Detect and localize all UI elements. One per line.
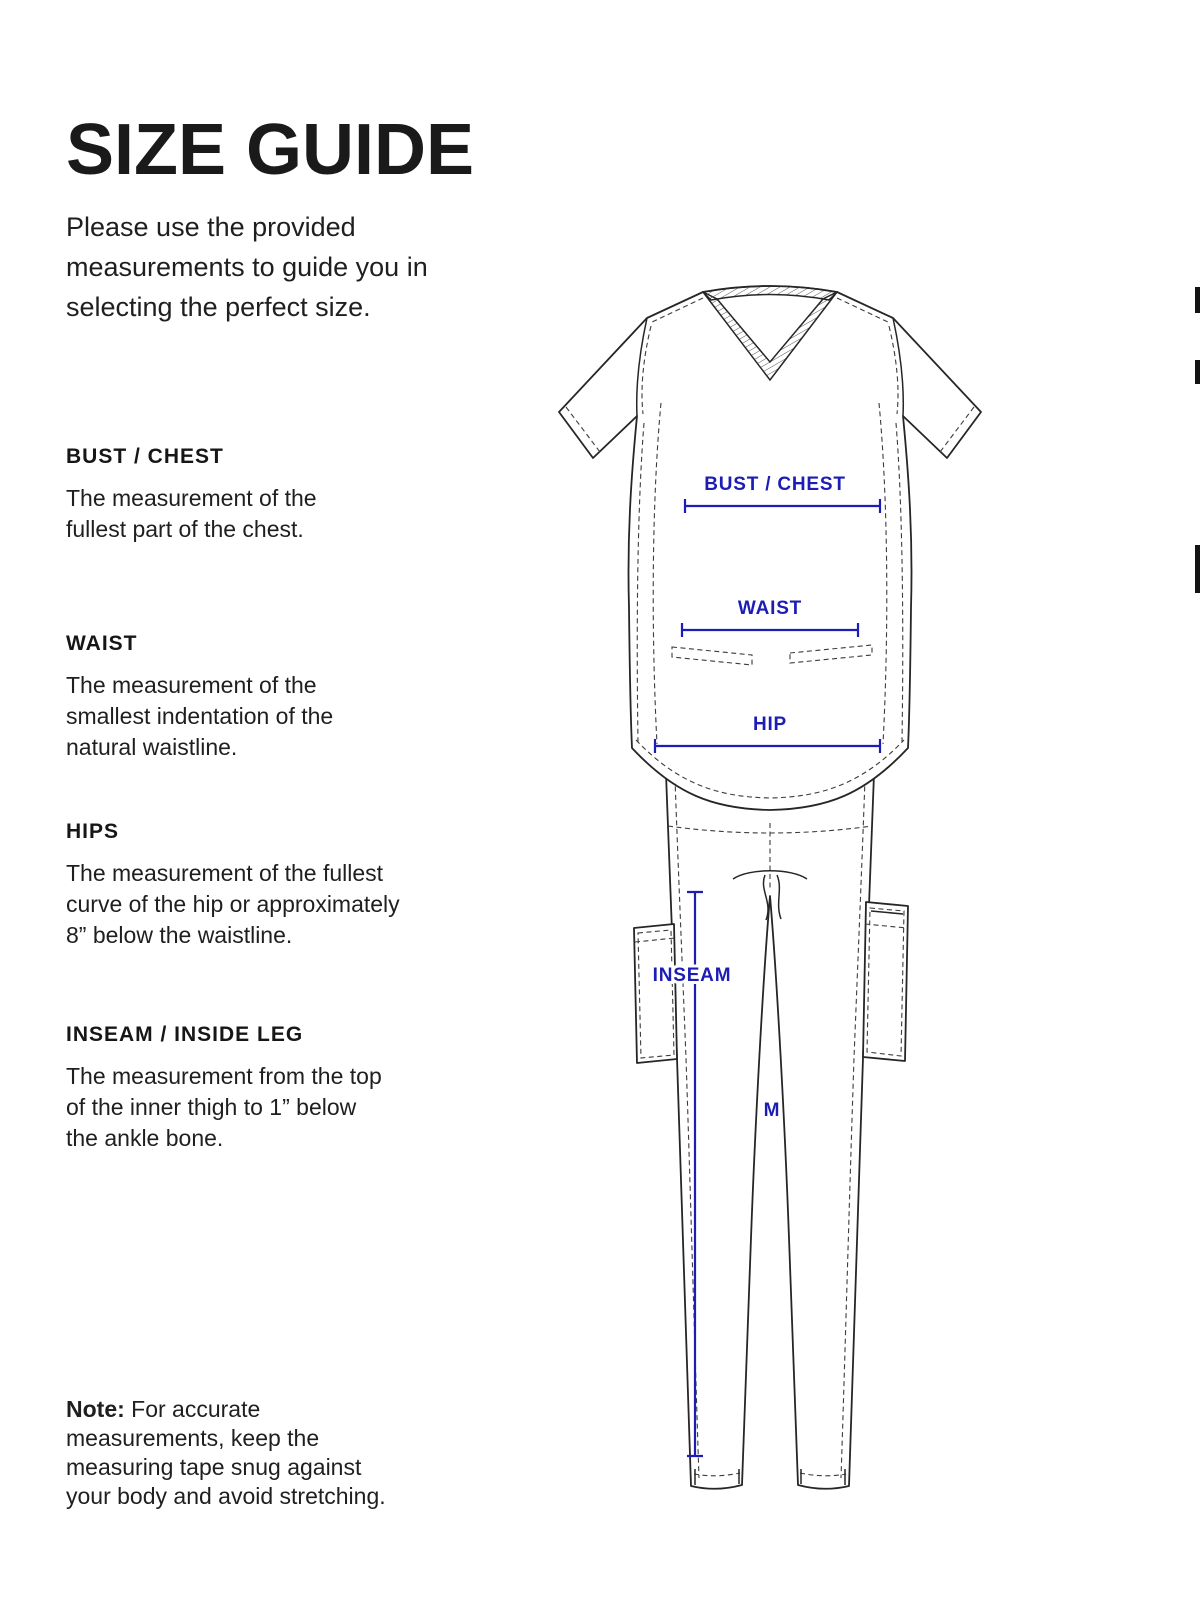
top-outline [558,285,982,811]
pants-outline [665,773,875,1490]
pants-left-cargo-pocket [633,923,678,1064]
scrubs-measurement-diagram: BUST / CHEST WAIST HIP INSEAM M [535,278,1005,1558]
top-shoulder-stitch [649,297,891,324]
pants-right-hem-stitch [799,1472,847,1477]
top-backneck-band [701,285,839,301]
top-hem-stitch [635,739,905,799]
measurement-marks: BUST / CHEST WAIST HIP INSEAM M [650,474,882,1458]
pants-right-pocket-stitch [866,907,905,1057]
pants-right-side-stitch [840,777,866,1479]
size-letter-label: M [764,1100,781,1121]
top-armhole-left [635,317,648,417]
top-princess-seam-right [878,402,888,745]
section-body-inseam: The measurement from the top of the inne… [66,1063,382,1151]
scrubs-diagram-svg: BUST / CHEST WAIST HIP INSEAM M [558,285,982,1490]
section-bust-chest: BUST / CHEST The measurement of the full… [66,445,386,545]
note-label: Note: [66,1396,125,1422]
page-edge-artifact [1195,545,1200,593]
section-body-hips: The measurement of the fullest curve of … [66,860,400,948]
top-princess-seam-left [652,402,662,745]
top-armhole-stitch-left [641,325,652,415]
section-body-bust: The measurement of the fullest part of t… [66,485,317,542]
section-inseam: INSEAM / INSIDE LEG The measurement from… [66,1023,446,1154]
scrub-pants-drawing [633,773,909,1490]
note-text: Note: For accurate measurements, keep th… [66,1395,426,1511]
top-side-panel-right [895,422,904,743]
section-hips: HIPS The measurement of the fullest curv… [66,820,466,951]
section-waist: WAIST The measurement of the smallest in… [66,632,396,763]
page-edge-artifact [1195,287,1200,313]
section-heading-inseam: INSEAM / INSIDE LEG [66,1023,304,1046]
inseam-measure-line [687,890,703,1458]
waist-measure-line [680,623,860,637]
note-body: For accurate measurements, keep the meas… [66,1396,386,1509]
top-armhole-right [892,317,905,417]
bust-measure-label: BUST / CHEST [704,474,846,495]
waist-measure-label: WAIST [738,598,802,619]
pants-left-hem-stitch [693,1472,741,1477]
hip-measure-line [653,739,882,753]
top-welt-pocket-right [789,644,873,664]
top-side-panel-left [636,422,645,743]
page-title: SIZE GUIDE [66,110,475,191]
pants-hem-slits [694,1469,846,1485]
section-heading-bust: BUST / CHEST [66,445,224,468]
top-sleeve-hem-stitch-left [565,406,601,453]
pants-right-cargo-pocket [862,901,909,1062]
hip-measure-label: HIP [753,714,787,735]
page-edge-artifact [1195,360,1200,384]
section-body-waist: The measurement of the smallest indentat… [66,672,334,760]
pants-right-pocket-zip [870,910,904,915]
top-sleeve-hem-stitch-right [939,406,975,453]
inseam-measure-label: INSEAM [653,965,732,986]
bust-measure-line [683,499,882,513]
scrub-top-drawing [558,285,982,811]
section-heading-waist: WAIST [66,632,138,655]
top-welt-pocket-left [671,646,753,666]
pants-right-pocket-flap [864,923,908,929]
pants-drawstring [732,870,808,921]
top-armhole-stitch-right [888,325,899,415]
pants-left-pocket-flap [634,937,676,943]
intro-text: Please use the provided measurements to … [66,212,428,322]
section-heading-hips: HIPS [66,820,120,843]
pants-left-pocket-stitch [637,929,675,1059]
